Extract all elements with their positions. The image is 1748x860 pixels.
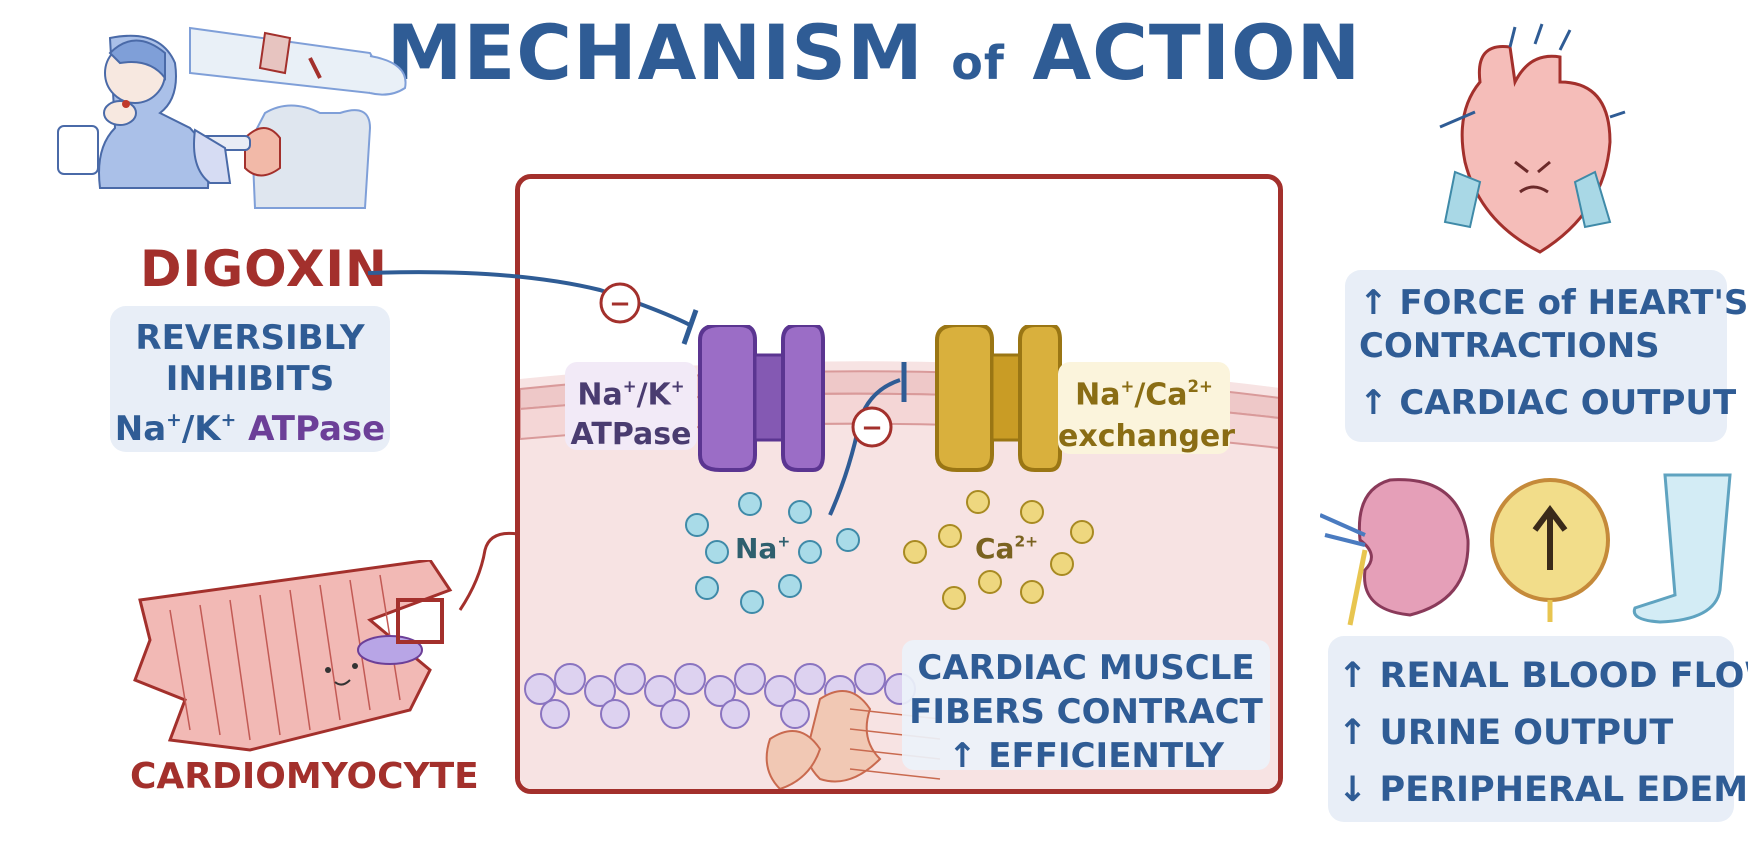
inhibit-line1: REVERSIBLY (135, 318, 365, 358)
inhibit-sign-2: − (861, 413, 883, 443)
muscle-contraction-box: CARDIAC MUSCLE FIBERS CONTRACT ↑ EFFICIE… (902, 640, 1270, 776)
iv-arm-icon (189, 26, 407, 96)
ion-clusters (685, 490, 1094, 614)
renal-illustrations (1320, 473, 1732, 626)
page-title: MECHANISM of ACTION (0, 8, 1748, 97)
inhibition-arrows: − − (367, 270, 907, 516)
sodium-ions (685, 492, 860, 614)
membrane-channels (698, 325, 1062, 472)
bladder-icon (1490, 478, 1610, 622)
zoom-connector (458, 531, 519, 611)
title-part2: of (951, 36, 1005, 90)
calcium-ions (903, 490, 1094, 610)
inhibit-sign-1: − (609, 289, 631, 319)
renal-effects-box: ↑ RENAL BLOOD FLOW ↑ URINE OUTPUT ↓ PERI… (1328, 636, 1748, 822)
cardiomyocyte-label: CARDIOMYOCYTE (130, 756, 479, 797)
na-k-atpase-label: Na+/K+ ATPase (565, 362, 697, 452)
inhibition-box: REVERSIBLY INHIBITS Na+/K+ ATPase (110, 306, 390, 452)
patient-taking-pill-icon (57, 34, 210, 189)
injection-icon (193, 104, 372, 209)
heart-effects-box: ↑ FORCE of HEART'S CONTRACTIONS ↑ CARDIA… (1345, 270, 1748, 442)
leg-icon (1632, 473, 1732, 624)
kidney-icon (1320, 478, 1470, 626)
administration-illustrations (57, 26, 407, 209)
na-k-atpase-channel (698, 325, 825, 472)
inhibit-line3: Na+/K+ ATPase (114, 409, 386, 450)
na-ca-exchanger-channel (935, 325, 1062, 472)
sodium-label: Na+ (735, 532, 791, 565)
drug-name: DIGOXIN (140, 240, 388, 298)
title-part1: MECHANISM (386, 8, 924, 97)
heart-icon (1439, 23, 1626, 254)
cardiomyocyte-icon (133, 560, 453, 752)
na-ca-exchanger-label: Na+/Ca2+ exchanger (1058, 362, 1235, 454)
title-part3: ACTION (1032, 8, 1362, 97)
calcium-label: Ca2+ (975, 532, 1039, 565)
inhibit-line2: INHIBITS (165, 359, 335, 399)
